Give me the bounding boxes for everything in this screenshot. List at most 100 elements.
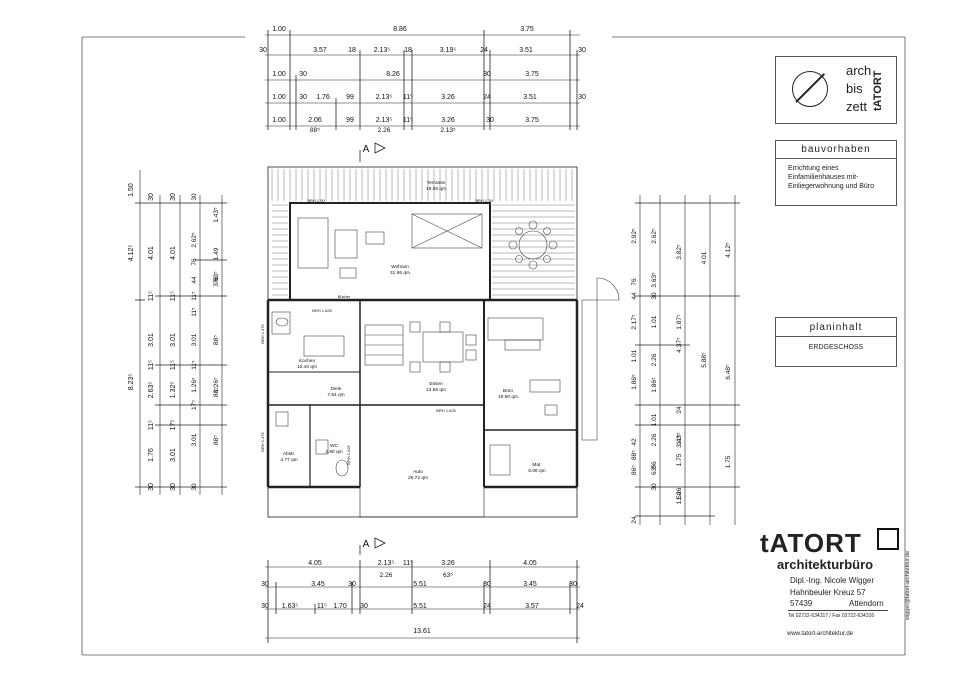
dim-left-c3: 3.01: [170, 448, 177, 462]
logo-line-1: arch: [846, 63, 872, 78]
project-line-1: Errichtung eines: [788, 165, 839, 172]
dim-left-c3: 17⁵: [170, 420, 177, 431]
dim-top-r4: 3.51: [523, 94, 537, 101]
dim-top-r4: 99: [346, 94, 354, 101]
dim-bottom-r3: 24: [576, 603, 584, 610]
dim-top-r1: 8.86: [393, 26, 407, 33]
dim-left-c5: 1.43⁵: [213, 207, 220, 223]
dim-top-r3: 1.00: [272, 71, 286, 78]
room-label-terrasse: 19.05 qm: [426, 186, 446, 192]
dim-top-r2: 3.51: [519, 47, 533, 54]
note-brh_kochen: BRH 1.625: [312, 308, 332, 313]
dim-top-r5: 2.13⁵: [376, 117, 393, 124]
dim-right-c3: 3.82⁵: [676, 244, 683, 260]
dim-left-c5: 1.49: [213, 247, 220, 260]
firm-email: wigger@tatort-architektur.de: [905, 550, 911, 620]
firm-brand: tATORT: [760, 528, 862, 558]
firm-city: Attendorn: [849, 599, 884, 608]
note-brh_essen: BRH 1.625: [436, 408, 456, 413]
dim-right-c3: 3.43⁵: [676, 432, 683, 448]
dim-left-c4: 17⁵: [191, 400, 198, 410]
dim-right-c2: 1.01: [651, 315, 658, 328]
dim-top-r4: 11⁵: [403, 94, 413, 101]
dim-right-c2: 2.62⁵: [651, 228, 658, 244]
dim-right-c4: 4.01: [701, 251, 708, 264]
dim-left-c1: 1.50: [128, 183, 135, 197]
dim-bottom-total: 13.61: [413, 628, 431, 635]
dim-bottom-r3: 1.63⁵: [282, 603, 299, 610]
dim-left-c3: 11⁵: [170, 360, 177, 370]
dim-top-r4: 30: [578, 94, 586, 101]
dim-bottom-r2: 5.51: [413, 581, 427, 588]
building-walls: [266, 166, 579, 518]
dim-right-c1: 2.92⁵: [631, 228, 638, 244]
dim-right-c1: 1.01: [631, 349, 638, 362]
dim-top-r2: 3.57: [313, 47, 327, 54]
dim-bottom-r1: 11⁵: [403, 560, 413, 567]
dim-left-c5: 88⁵: [213, 335, 220, 345]
note-brh_left: BRH 1.375: [260, 323, 265, 343]
dim-top-r3: 30: [483, 71, 491, 78]
section-markers: [359, 142, 386, 555]
dim-bottom-r2: 3.45: [523, 581, 537, 588]
dim-left-c3: 30: [170, 193, 177, 201]
dim-top-r5-sub: 2.13⁵: [440, 127, 456, 134]
dim-left-c2: 1.76: [148, 448, 155, 462]
dim-left-c5: 88⁵: [213, 435, 220, 445]
dim-bottom-r3: 3.57: [525, 603, 539, 610]
content-value: ERDGESCHOSS: [808, 344, 864, 351]
dim-top-r1: 3.75: [520, 26, 534, 33]
dim-left-c2: 2.63⁵: [148, 382, 155, 399]
dim-top-r2: 3.19⁵: [440, 47, 457, 54]
furniture: [271, 213, 620, 477]
dim-right-c3: 1.75: [676, 453, 683, 466]
dim-top-r4: 30: [299, 94, 307, 101]
dim-top-r5: 30: [486, 117, 494, 124]
dim-right-c3: 1.26: [676, 487, 683, 500]
content-divider: [776, 336, 896, 337]
dim-top-r5: 11⁵: [403, 117, 413, 124]
dim-left-c3: 11⁵: [170, 291, 177, 301]
dim-left-c4: 11⁵: [191, 360, 198, 370]
dim-bottom-r3: 24: [483, 603, 491, 610]
dim-top-r3: 30: [299, 71, 307, 78]
dim-left-c5: 3.63⁵: [213, 271, 220, 287]
dim-right-c4: 6.48⁵: [725, 364, 732, 380]
dim-bottom-r2: 30: [483, 581, 491, 588]
dim-left-c4: 76: [191, 258, 198, 266]
terrace-hatching: [271, 169, 575, 296]
dim-right-c3: 1.50: [676, 491, 683, 504]
dim-right-c4: 1.75: [725, 455, 732, 468]
dim-right-c1: 42: [631, 438, 638, 446]
dim-left-c4: 3.01: [191, 433, 198, 446]
right-dimension-lines: [635, 195, 740, 525]
dim-bottom-r1-sub: 2.26: [380, 572, 393, 579]
dim-right-c1: 44: [631, 292, 638, 300]
dim-right-c2: 63⁵: [651, 465, 658, 475]
dim-bottom-r3: 5.51: [413, 603, 427, 610]
dim-bottom-r1: 3.26: [441, 560, 455, 567]
room-label-essen: 13.56 qm: [426, 387, 446, 393]
dim-bottom-r3: 30: [360, 603, 368, 610]
room-label-diele: Diele: [331, 386, 342, 392]
dim-top-r2: 30: [259, 47, 267, 54]
dim-top-r5: 3.75: [525, 117, 539, 124]
room-label-auto: 26.72 qm: [408, 475, 428, 481]
dim-left-c2: 11⁵: [148, 420, 155, 430]
dim-left-c5: 1.26⁵: [213, 377, 220, 393]
dim-top-r2: 2.13⁵: [374, 47, 391, 54]
room-label-buero: Büro: [503, 388, 513, 394]
dim-right-c4: 5.88⁵: [701, 352, 708, 368]
dim-top-r4: 24: [483, 94, 491, 101]
note-brh_left2: BRH 1.375: [260, 431, 265, 451]
dim-right-c1: 88⁵: [631, 450, 638, 460]
dim-bottom-r1-sub: 63⁵: [443, 572, 453, 579]
dim-right-c2: 3.63⁵: [651, 272, 658, 288]
dim-left-c3: 3.01: [170, 333, 177, 347]
dim-right-c1: 1.86⁵: [631, 374, 638, 390]
dim-bottom-r2: 30: [569, 581, 577, 588]
dim-left-c2: 4.01: [148, 246, 155, 260]
dim-left-c4: 1.26⁵: [191, 377, 198, 393]
room-label-wohnen: Wohnen: [391, 264, 409, 270]
